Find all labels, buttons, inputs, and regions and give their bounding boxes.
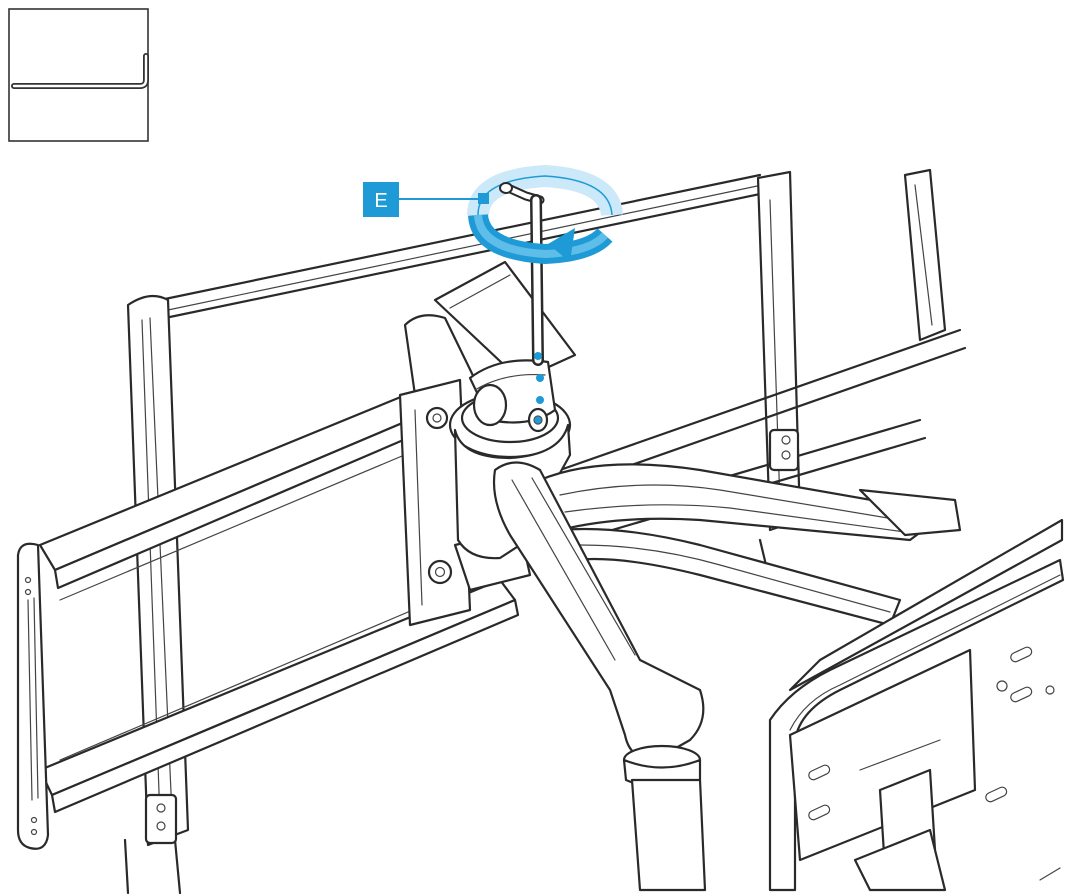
hex-key-tool	[499, 182, 545, 424]
rail-clamp	[398, 260, 577, 627]
callout-e: E	[363, 182, 489, 217]
articulating-arms	[492, 461, 962, 892]
callout-e-pointer	[478, 193, 489, 204]
tool-inset	[8, 8, 149, 142]
front-rails	[16, 294, 520, 895]
hex-key-icon	[11, 53, 149, 89]
callout-e-badge	[363, 182, 399, 217]
tv-bracket	[768, 518, 1065, 892]
rotate-arrow-front	[468, 213, 613, 265]
callout-e-label: E	[374, 190, 387, 212]
